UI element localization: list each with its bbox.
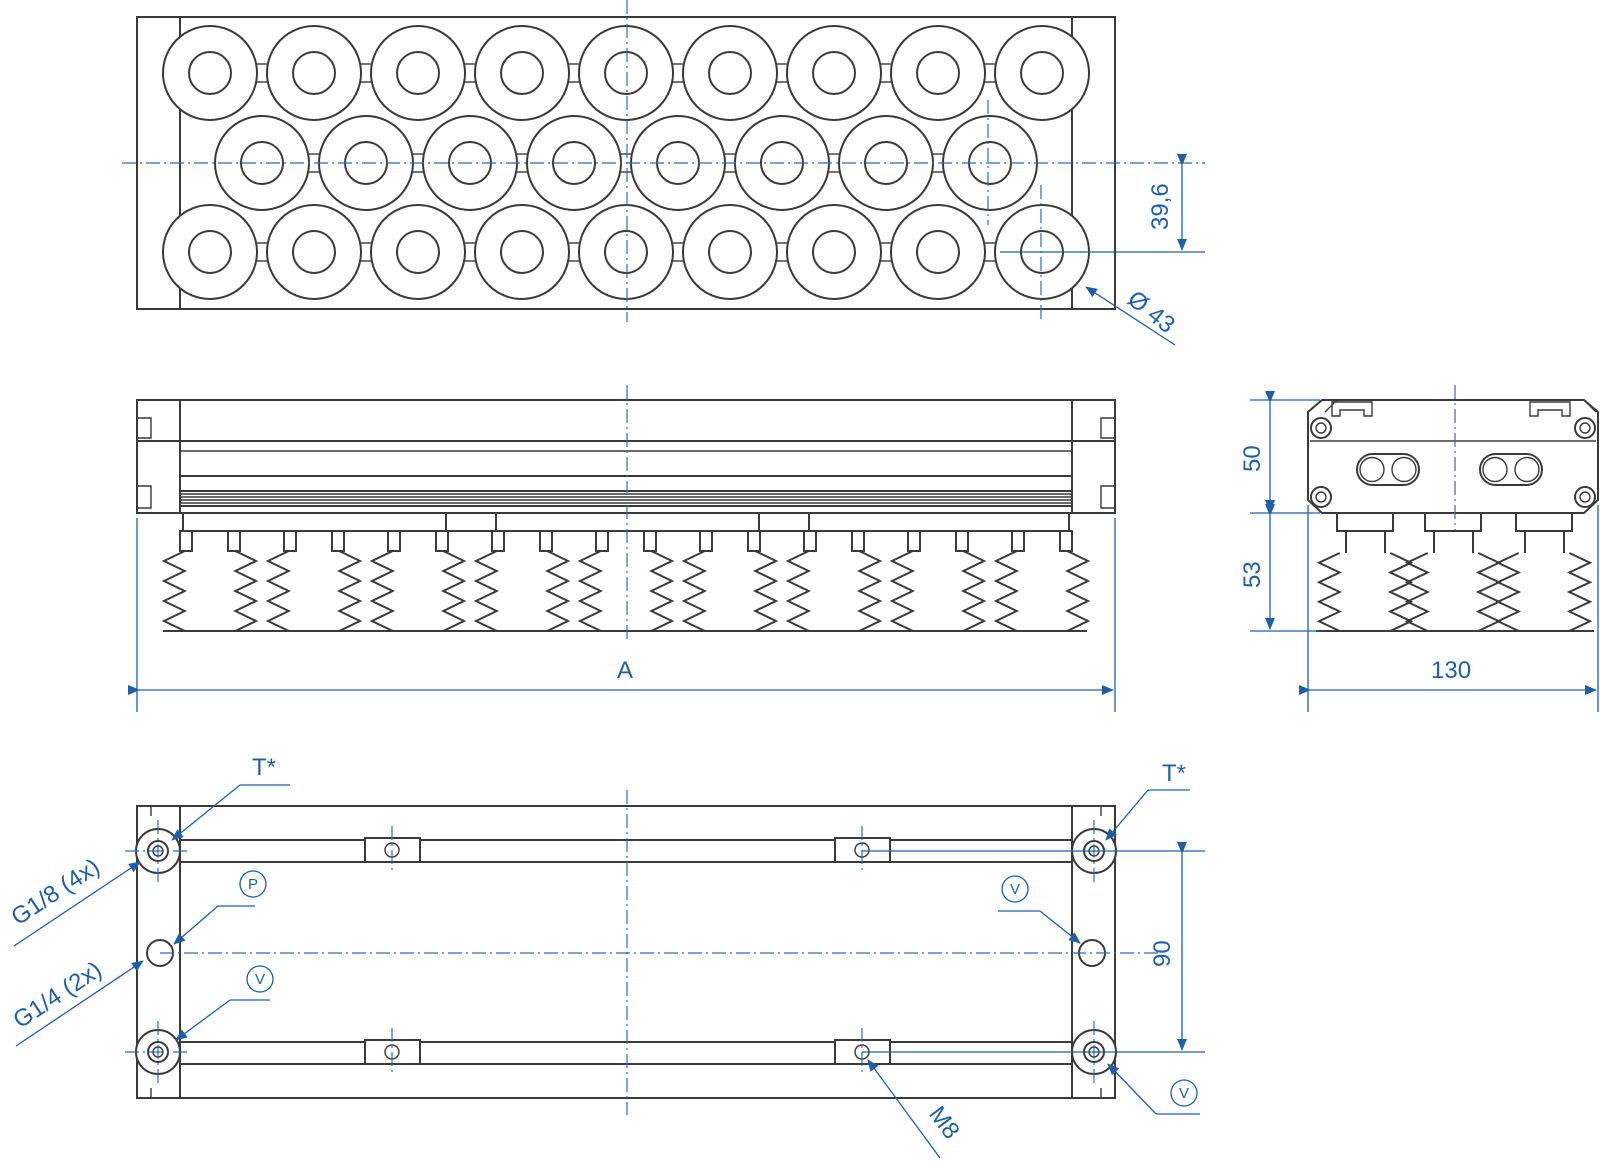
bellows (1316, 552, 1414, 632)
suction-cup (994, 25, 1090, 121)
suction-cup (890, 25, 986, 121)
suction-cup (682, 25, 778, 121)
bellows (1404, 552, 1502, 632)
bellows (161, 550, 259, 632)
bellows (889, 550, 987, 632)
side-view-body (1307, 399, 1599, 514)
suction-cup (786, 25, 882, 121)
bellows (265, 550, 363, 632)
bellows (1495, 552, 1593, 632)
bellows (681, 550, 779, 632)
t-label-left: T* (252, 754, 276, 781)
front-view: A (128, 385, 1116, 712)
side-view: 50 53 130 (1239, 385, 1599, 712)
port-v-left-marker (246, 965, 274, 993)
port-v-bottom-label: V (1179, 1085, 1189, 1102)
bellows (369, 550, 467, 632)
pitch-dimension: 39,6 (1147, 183, 1174, 230)
m8-label: M8 (923, 1101, 965, 1144)
t-label-right: T* (1162, 760, 1186, 787)
bellows-row (161, 530, 1091, 632)
bellows (577, 550, 675, 632)
port-p-label: P (248, 876, 258, 893)
bellows (993, 550, 1091, 632)
g18-ports (135, 828, 1117, 1075)
body-height-dimension: 50 (1239, 445, 1266, 472)
port-v-bottom-marker (1170, 1079, 1198, 1107)
suction-cup (162, 25, 258, 121)
bottom-view: 90 T* T* G1/8 (4x) G1/4 (2x) P V V (6, 754, 1205, 1159)
side-bellows (1316, 552, 1594, 632)
rail-bottom (179, 1041, 1073, 1065)
width-dimension: 130 (1431, 657, 1471, 684)
suction-cup (578, 25, 674, 121)
suction-cup (890, 204, 986, 300)
top-view: 39,6 Ø 43 (122, 0, 1205, 346)
port-v-left-label: V (255, 971, 265, 988)
suction-cup (474, 25, 570, 121)
suction-cup-array (162, 25, 1090, 300)
suction-cup (266, 204, 362, 300)
port-v-right-marker (1001, 875, 1029, 903)
suction-cup (578, 204, 674, 300)
suction-cup (370, 204, 466, 300)
side-screws (1310, 417, 1596, 508)
bellows (473, 550, 571, 632)
cup-diameter-dimension: Ø 43 (1122, 285, 1180, 338)
port-p-marker (239, 870, 267, 898)
bellows (785, 550, 883, 632)
cup-height-dimension: 53 (1239, 561, 1266, 588)
suction-cup (682, 204, 778, 300)
length-dimension: A (617, 657, 633, 684)
suction-cup (370, 25, 466, 121)
suction-cup (786, 204, 882, 300)
port-v-right-label: V (1010, 881, 1020, 898)
bottom-view-frame (136, 805, 1116, 1099)
suction-cup (474, 204, 570, 300)
suction-cup (162, 204, 258, 300)
side-slots (1356, 453, 1543, 486)
port-spacing-dimension: 90 (1149, 940, 1176, 967)
suction-cup (266, 25, 362, 121)
front-view-body (136, 399, 1116, 514)
g18-label: G1/8 (4x) (6, 853, 104, 931)
